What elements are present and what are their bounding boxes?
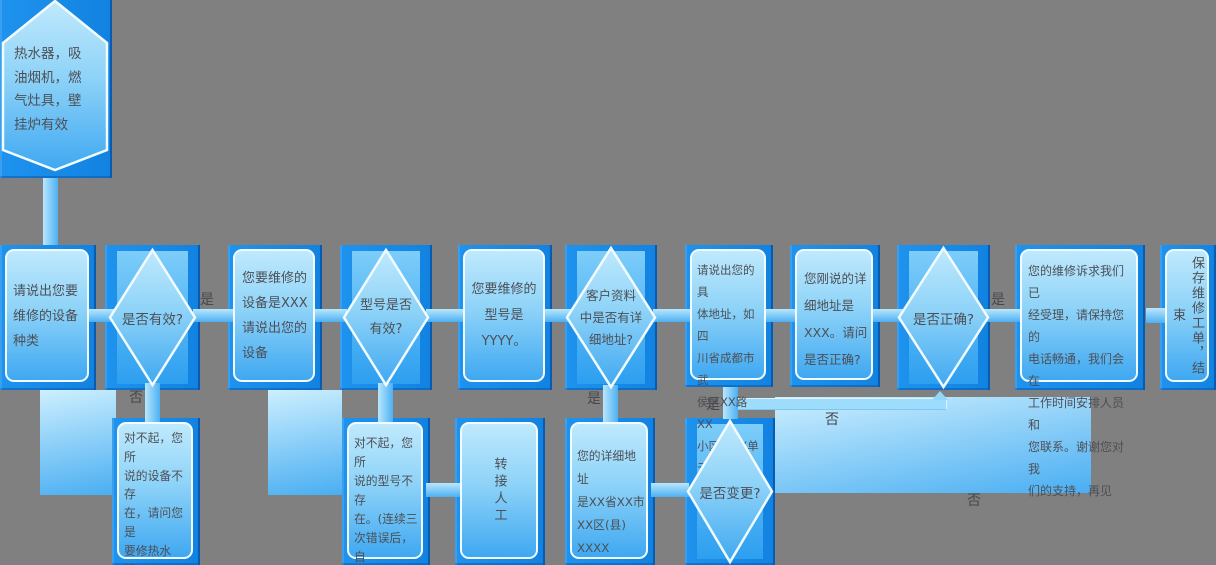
- diamond-shape: [565, 245, 657, 390]
- node-confirm-address: 您刚说的详 细地址是 XXX。请问 是否正确?: [795, 249, 873, 380]
- node-model-is: 您要维修的 型号是 YYYY。: [463, 249, 545, 382]
- connector: [603, 385, 618, 423]
- node-model-not-exist: 对不起，您所 说的型号不存 在。(连续三 次错误后，自 动转接人工坐 席): [347, 422, 423, 564]
- node-need-change: 是否变更?: [699, 485, 761, 502]
- diamond-shape: [108, 247, 197, 388]
- up-arrowhead: [932, 391, 948, 400]
- connector: [764, 309, 798, 322]
- connector: [653, 309, 693, 322]
- node-address-on-file: 您的详细地址 是XX省XX市 XX区(县) XXXX 请问是否需要 变更?: [570, 422, 648, 565]
- edge-label-yes-address-correct: 是: [991, 292, 1005, 308]
- edge-label-yes-device-valid: 是: [200, 292, 214, 308]
- node-request-accepted: 您的维修诉求我们已 经受理，请保持您的 电话畅通，我们会在 工作时间安排人员和 …: [1020, 249, 1138, 498]
- edge-label-no-address-correct: 否: [967, 493, 981, 509]
- connector: [544, 309, 572, 322]
- connector: [426, 483, 463, 497]
- hexagon-shape: [1, 0, 109, 172]
- node-say-address: 请说出您的具 体地址，如四 川省成都市武 侯区XX路XX 小区X栋X单 元X号: [690, 249, 766, 475]
- connector: [984, 309, 1020, 322]
- connector: [651, 483, 689, 497]
- node-valid-devices: 热水器，吸 油烟机，燃 气灶具，壁 挂炉有效: [14, 46, 82, 133]
- connector: [193, 309, 235, 322]
- node-has-detail-address: 客户资料 中是否有详 细地址?: [579, 287, 643, 347]
- connector: [313, 309, 347, 322]
- diamond-shape: [342, 247, 430, 388]
- node-ask-device: 请说出您要 维修的设备 种类: [5, 249, 89, 382]
- node-model-valid: 型号是否 有效?: [359, 297, 412, 337]
- diamond-shape: [897, 245, 990, 390]
- node-save-work-order: 保存维修工单，结束: [1165, 249, 1209, 382]
- diamond-shape: [686, 418, 774, 565]
- connector: [723, 387, 738, 419]
- connector: [378, 383, 393, 423]
- connector: [426, 309, 466, 322]
- loopback-connector-device: [40, 390, 116, 495]
- edge-label-no-need-change: 否: [825, 412, 839, 428]
- no-branch-band: [728, 398, 947, 410]
- connector: [85, 309, 115, 322]
- node-say-device-model: 您要维修的 设备是XXX 请说出您的 设备: [233, 249, 315, 382]
- edge-label-yes-need-change: 是: [706, 397, 720, 413]
- edge-label-yes-has-address: 是: [587, 391, 601, 407]
- connector: [43, 178, 58, 245]
- connector: [145, 383, 160, 423]
- node-device-valid: 是否有效?: [121, 311, 184, 328]
- loopback-connector-model: [268, 390, 342, 495]
- node-transfer-agent: 转接人工: [460, 422, 538, 559]
- connector: [871, 309, 904, 322]
- edge-label-no-device-valid: 否: [129, 390, 143, 406]
- node-address-correct: 是否正确?: [912, 311, 975, 328]
- routing-connector-block: [775, 397, 1091, 493]
